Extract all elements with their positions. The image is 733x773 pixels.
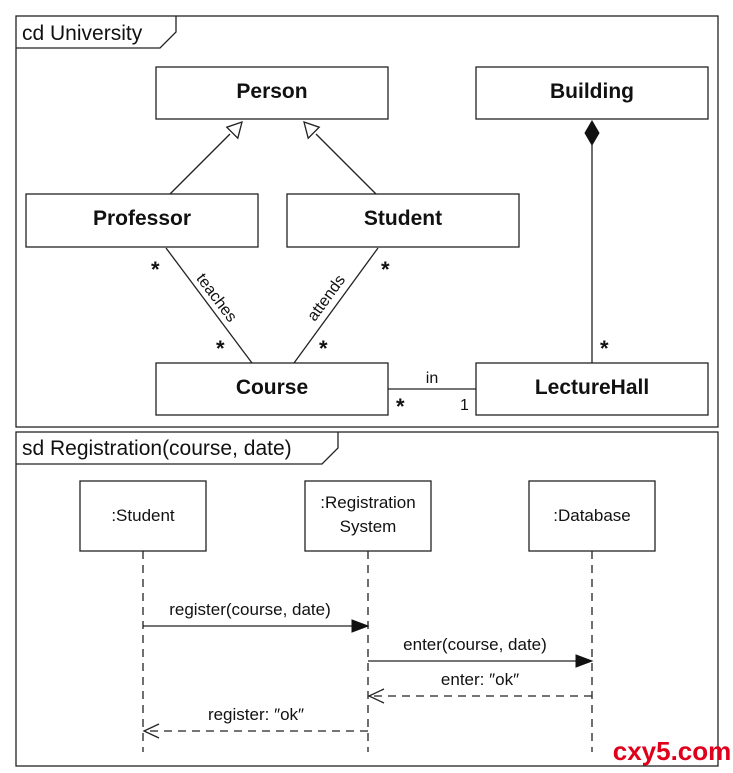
lifeline-database-label: :Database (553, 506, 631, 525)
association-attends: attends * * (293, 247, 390, 364)
generalization-student-person (303, 120, 377, 195)
message-enter: enter(course, date) (368, 635, 594, 668)
message-register: register(course, date) (143, 600, 370, 633)
message-enter-reply-label: enter: ″ok″ (441, 670, 519, 689)
class-diagram-frame: cd University (15, 15, 719, 428)
class-person-name: Person (236, 80, 307, 103)
generalization-arrowhead (225, 120, 243, 140)
multiplicity-lecturehall-composition: * (600, 336, 609, 361)
class-lecturehall: LectureHall (475, 362, 709, 416)
class-person: Person (155, 66, 389, 120)
multiplicity-attends-student: * (381, 257, 390, 282)
class-frame-tab (16, 16, 177, 49)
generalization-professor-person (169, 120, 243, 195)
sequence-frame-title: sd Registration(course, date) (22, 437, 292, 460)
message-arrowhead-filled (575, 654, 594, 668)
class-student: Student (286, 193, 520, 248)
class-professor-name: Professor (93, 207, 191, 230)
association-teaches-label: teaches (193, 271, 240, 326)
sequence-frame-tab (16, 432, 339, 465)
message-arrowhead-filled (351, 619, 370, 633)
message-enter-label: enter(course, date) (403, 635, 547, 654)
lifeline-registration-system: :Registration System (304, 480, 432, 752)
multiplicity-teaches-course: * (216, 336, 225, 361)
multiplicity-in-course: * (396, 394, 405, 419)
class-course: Course (155, 362, 389, 416)
message-register-reply: register: ″ok″ (142, 705, 368, 739)
composition-diamond (584, 120, 600, 146)
class-building: Building (475, 66, 709, 120)
multiplicity-in-lecturehall: 1 (460, 397, 469, 414)
association-attends-label: attends (304, 272, 349, 324)
association-in: in * 1 (388, 370, 476, 419)
lifeline-registration-label-2: System (340, 517, 397, 536)
lifeline-database: :Database (528, 480, 656, 752)
association-teaches: teaches * * (151, 247, 253, 364)
message-enter-reply: enter: ″ok″ (367, 670, 592, 704)
class-building-name: Building (550, 80, 634, 103)
message-register-label: register(course, date) (169, 600, 331, 619)
class-student-name: Student (364, 207, 442, 230)
sequence-frame-border (15, 431, 719, 767)
class-professor: Professor (25, 193, 259, 248)
multiplicity-attends-course: * (319, 336, 328, 361)
generalization-arrowhead (303, 120, 321, 140)
watermark: cxy5.com (613, 736, 732, 766)
class-frame-title: cd University (22, 22, 143, 45)
message-arrowhead-open (142, 723, 160, 739)
message-arrowhead-open (367, 688, 385, 704)
class-frame-border (15, 15, 719, 428)
message-register-reply-label: register: ″ok″ (208, 705, 304, 724)
class-course-name: Course (236, 376, 308, 399)
sequence-diagram-frame: sd Registration(course, date) (15, 431, 719, 767)
lifeline-student-label: :Student (111, 506, 175, 525)
class-lecturehall-name: LectureHall (535, 376, 649, 399)
association-in-label: in (426, 370, 438, 387)
lifeline-student: :Student (79, 480, 207, 752)
composition-building-lecturehall: * (584, 120, 609, 363)
multiplicity-teaches-professor: * (151, 257, 160, 282)
lifeline-registration-label-1: :Registration (320, 493, 415, 512)
